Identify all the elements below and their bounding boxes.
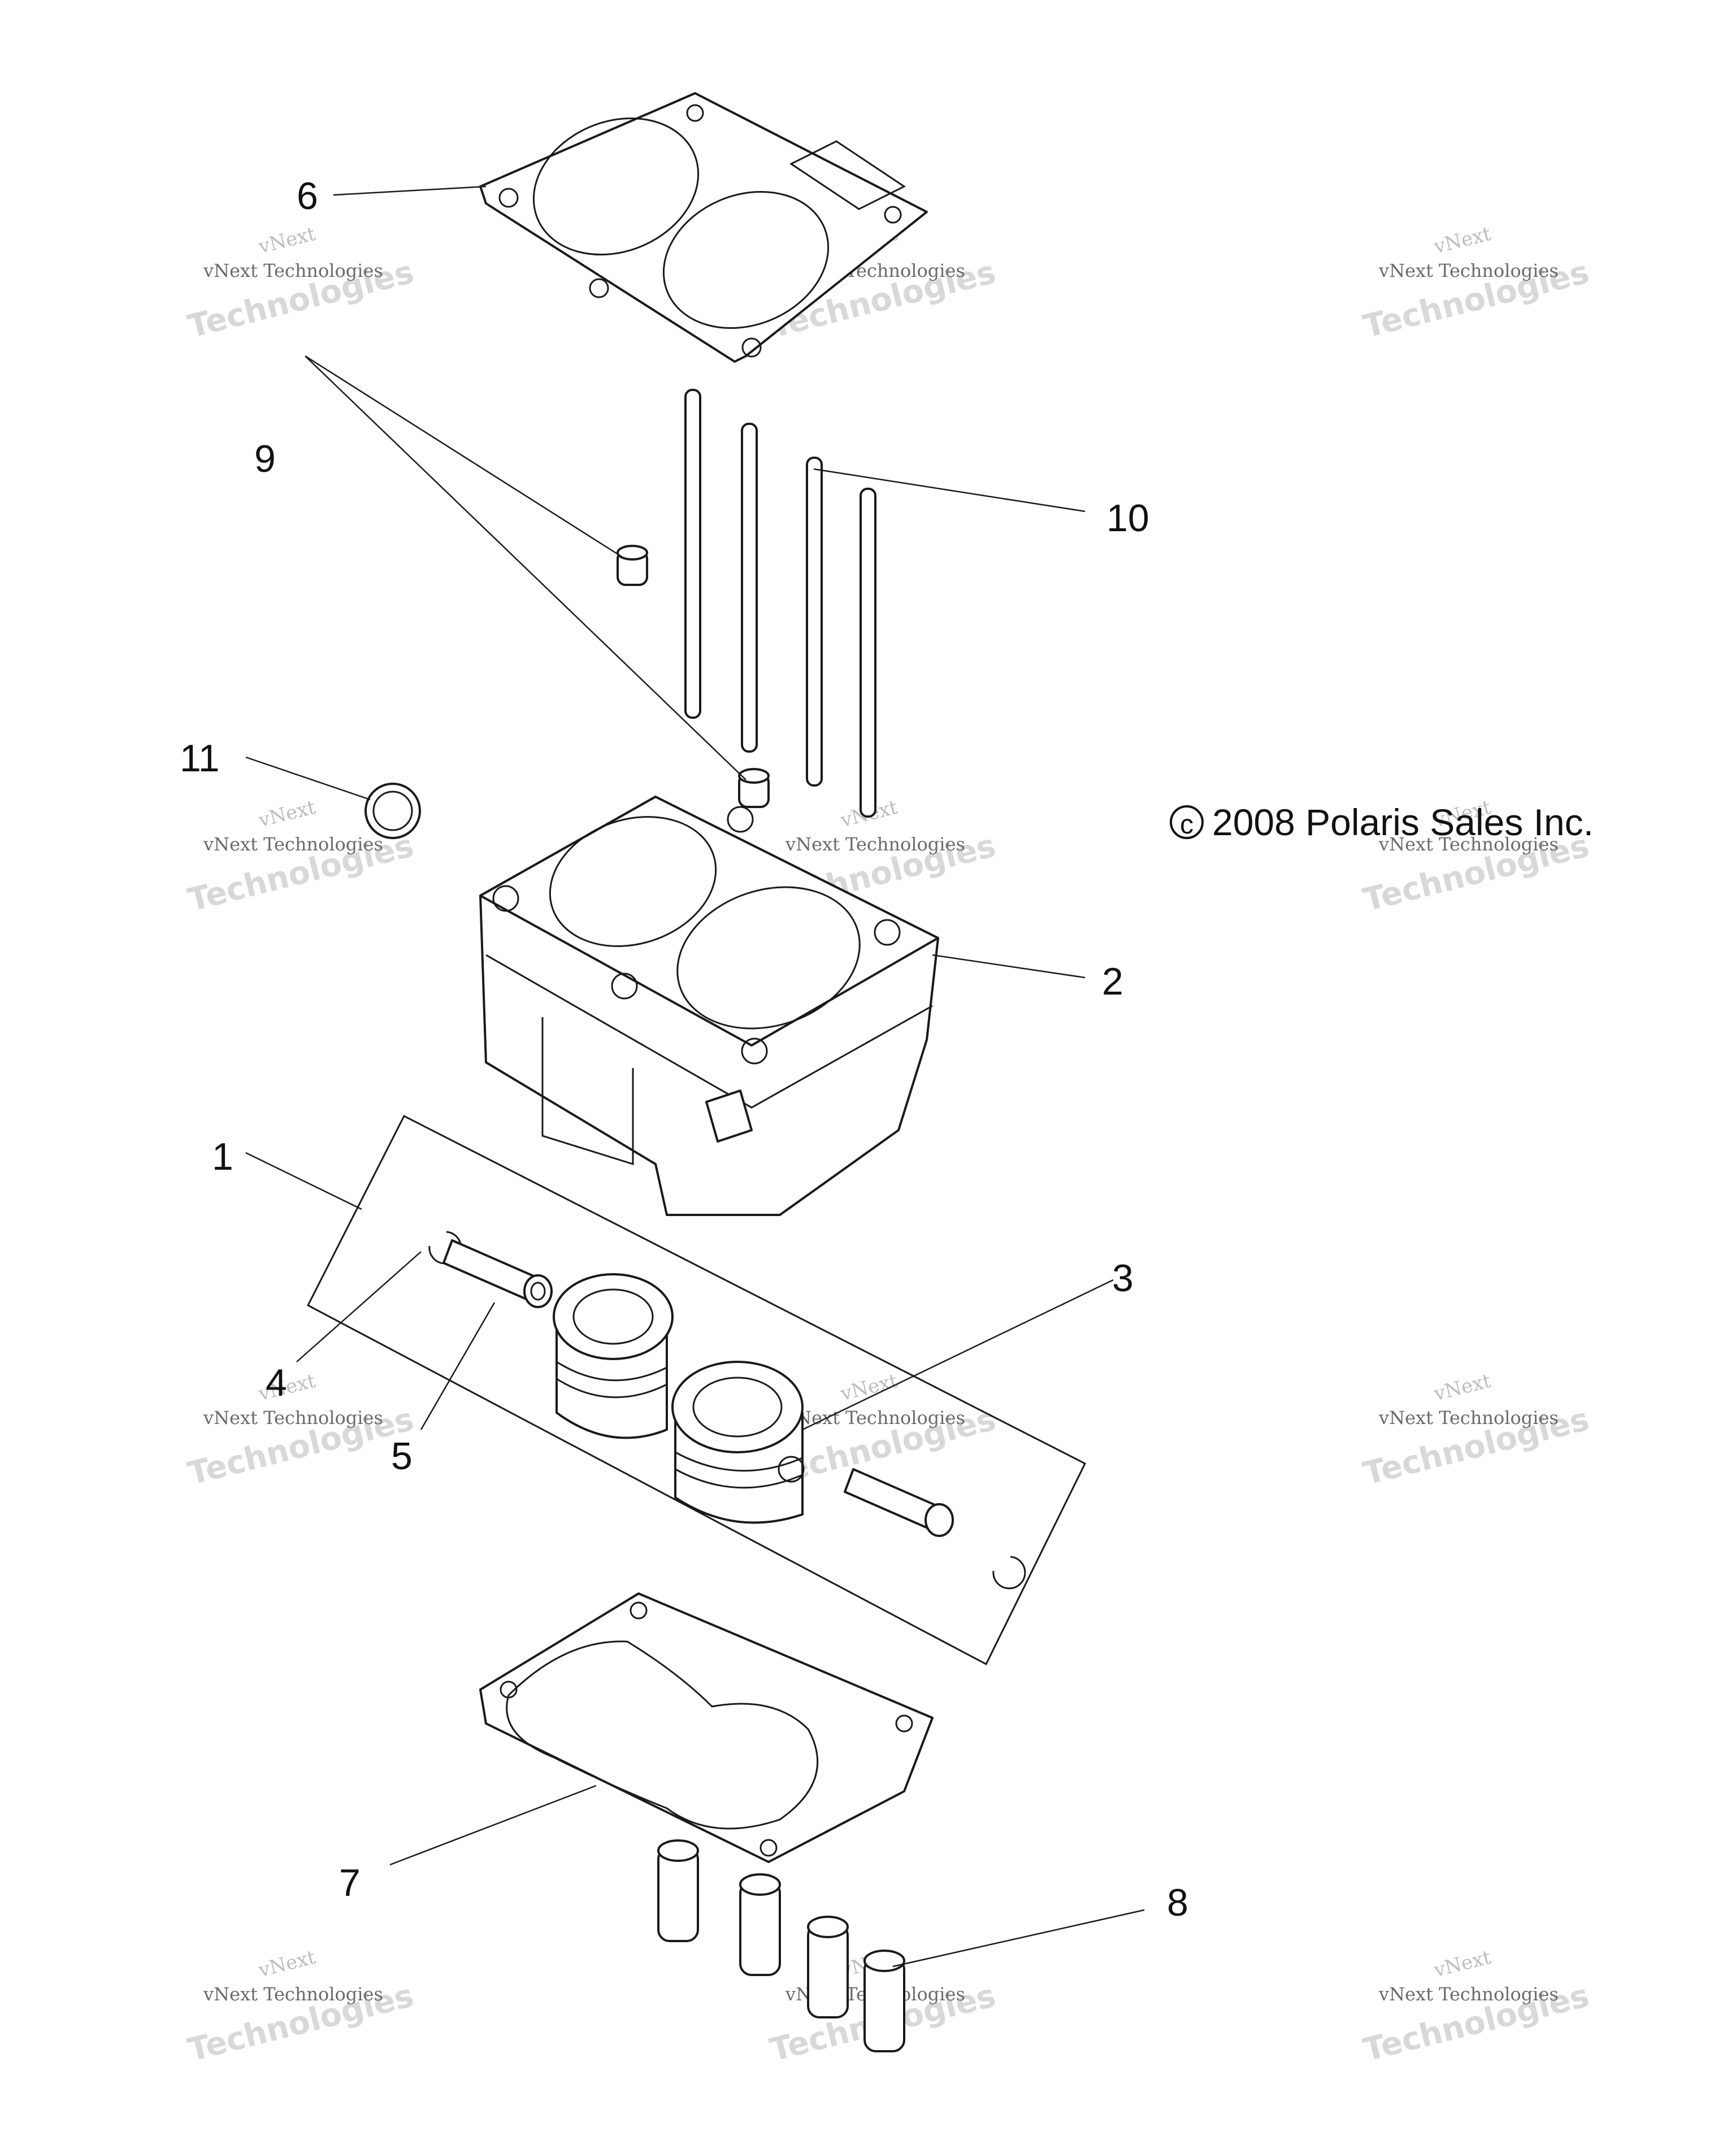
callout-labels: 6 9 10 11 2 1 3 4 5 7 8 bbox=[180, 175, 1188, 1924]
piston-kit-box bbox=[306, 1114, 1086, 1666]
callout-4: 4 bbox=[266, 1361, 287, 1404]
watermark-line2: vNext Technologies bbox=[785, 1407, 965, 1429]
watermark-line1: vNext bbox=[1431, 1370, 1494, 1406]
copyright-text: 2008 Polaris Sales Inc. bbox=[1212, 801, 1594, 843]
watermark-line1: vNext bbox=[256, 223, 318, 259]
callout-6: 6 bbox=[297, 175, 318, 218]
plug-cap bbox=[364, 783, 421, 839]
lifters bbox=[657, 1839, 905, 2052]
cylinder-block bbox=[479, 796, 939, 1216]
watermark-line1: vNext bbox=[1431, 1946, 1494, 1982]
watermark-line2: vNext Technologies bbox=[203, 260, 383, 281]
callout-7: 7 bbox=[339, 1861, 361, 1904]
watermark-line2: vNext Technologies bbox=[1378, 1407, 1559, 1429]
copyright-notice: 2008 Polaris Sales Inc. c bbox=[1170, 801, 1594, 843]
copyright-c-glyph: c bbox=[1180, 810, 1194, 840]
callout-1: 1 bbox=[212, 1135, 233, 1178]
pistons bbox=[553, 1273, 805, 1524]
base-gasket bbox=[479, 1592, 934, 1863]
watermark-line1: vNext bbox=[1431, 223, 1494, 259]
watermark-line1: vNext bbox=[256, 796, 318, 832]
leader-lines bbox=[245, 185, 1145, 1968]
callout-5: 5 bbox=[391, 1435, 413, 1478]
watermark-line2: vNext Technologies bbox=[785, 833, 965, 855]
callout-8: 8 bbox=[1167, 1881, 1188, 1924]
watermark-line2: vNext Technologies bbox=[203, 833, 383, 855]
callout-3: 3 bbox=[1112, 1257, 1134, 1300]
callout-2: 2 bbox=[1102, 960, 1123, 1003]
cylinder-studs bbox=[684, 389, 876, 818]
watermark-line2: vNext Technologies bbox=[1378, 260, 1559, 281]
dowel-pins bbox=[617, 545, 770, 808]
watermark-line1: vNext bbox=[256, 1946, 318, 1982]
watermark-line2: vNext Technologies bbox=[1378, 1983, 1559, 2005]
wrist-pins bbox=[442, 1239, 954, 1537]
head-gasket bbox=[479, 92, 928, 363]
callout-9: 9 bbox=[254, 437, 276, 480]
copyright-icon bbox=[1170, 805, 1204, 839]
watermark-line2: vNext Technologies bbox=[1378, 833, 1559, 855]
watermark-line2: vNext Technologies bbox=[203, 1407, 383, 1429]
callout-10: 10 bbox=[1106, 497, 1149, 540]
watermark-line2: vNext Technologies bbox=[203, 1983, 383, 2005]
callout-11: 11 bbox=[180, 737, 220, 780]
